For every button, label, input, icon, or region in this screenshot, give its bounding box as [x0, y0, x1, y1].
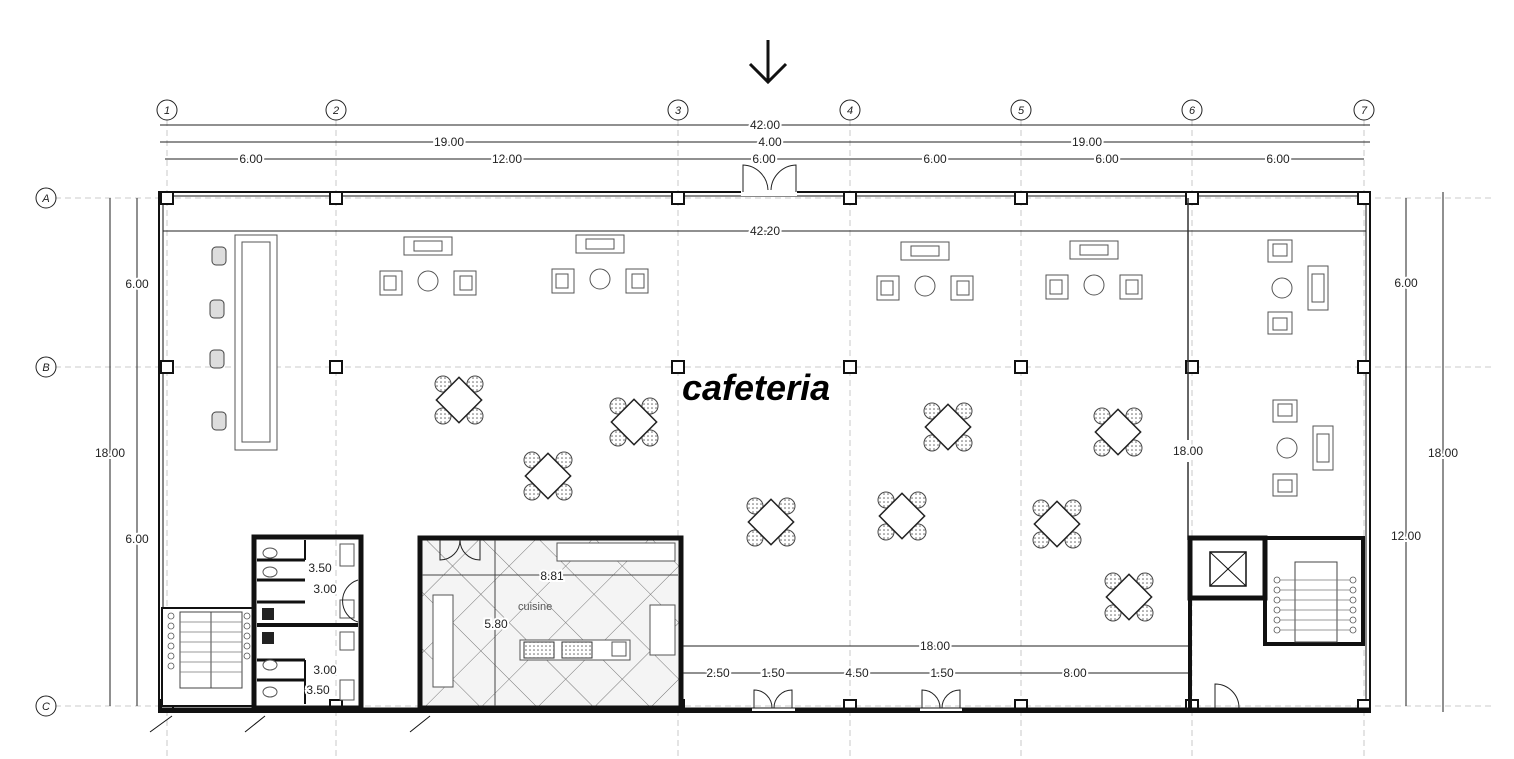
lounge-group-icon	[1045, 240, 1143, 300]
dining-table-icon	[434, 375, 484, 425]
front-segment-dim: 1.50	[761, 666, 785, 680]
grid-column-label: 2	[332, 105, 339, 117]
left-total-dim: 18.00	[95, 446, 125, 460]
dining-table-icon	[1032, 499, 1082, 549]
top-dimensions: 42.00 19.00 4.00 19.00 6.00 12.00 6.00 6…	[160, 116, 1370, 168]
left-staircase	[161, 607, 255, 707]
bay-dim: 6.00	[923, 152, 947, 166]
toilet-dim: 3.00	[313, 582, 337, 596]
kitchen-label: cuisine	[518, 601, 552, 613]
dining-table-icon	[523, 451, 573, 501]
dining-table-icon	[746, 497, 796, 547]
dining-table-icon	[923, 402, 973, 452]
bay-dim: 12.00	[492, 152, 522, 166]
dining-table-icon	[1093, 407, 1143, 457]
inner-width-dim: 42.20	[750, 224, 780, 238]
grid-row-label: B	[42, 362, 49, 374]
right-dimensions: 6.00 18.00 12.00 18.00	[1171, 192, 1460, 712]
right-upper-dim: 6.00	[1394, 276, 1418, 290]
dining-table-icon	[877, 491, 927, 541]
left-width-dim: 19.00	[434, 135, 464, 149]
lounge-group-icon	[551, 234, 649, 294]
elevator-shaft	[1187, 535, 1268, 601]
bay-dim: 6.00	[752, 152, 776, 166]
inner-overall-dim: 42.20	[163, 222, 1366, 240]
kitchen-room	[417, 535, 684, 711]
overall-width-dim: 42.00	[750, 118, 780, 132]
room-title: cafeteria	[682, 367, 830, 408]
toilet-dim: 3.00	[313, 663, 337, 677]
lounge-group-icon	[1267, 239, 1329, 335]
front-dimensions: 18.00 2.50 1.50 4.50 1.50 8.00	[683, 637, 1188, 682]
kitchen-depth-dim: 5.80	[484, 617, 508, 631]
bar-counter	[234, 234, 278, 451]
grid-column-label: 4	[847, 105, 853, 117]
front-span-dim: 18.00	[920, 639, 950, 653]
dining-table-icon	[609, 397, 659, 447]
grid-row-markers: A B C	[35, 187, 57, 717]
front-segment-dim: 8.00	[1063, 666, 1087, 680]
grid-column-label: 7	[1361, 105, 1368, 117]
bay-dim: 6.00	[239, 152, 263, 166]
left-lower-dim: 6.00	[125, 532, 149, 546]
grid-column-label: 5	[1018, 105, 1025, 117]
lounge-group-icon	[876, 241, 974, 301]
right-staircase	[1263, 536, 1365, 646]
lounge-group-icon	[379, 236, 477, 296]
bar-stool-icon	[209, 246, 227, 431]
grid-column-label: 1	[164, 105, 170, 117]
grid-column-label: 6	[1189, 105, 1196, 117]
north-arrow-icon	[748, 40, 788, 85]
entrance-door-icon	[741, 164, 797, 196]
kitchen-width-dim: 8.81	[540, 569, 564, 583]
double-door-icon	[753, 689, 793, 709]
right-lower-dim: 12.00	[1391, 529, 1421, 543]
left-dimensions: 6.00 18.00 6.00	[93, 198, 151, 706]
double-door-icon	[921, 689, 961, 709]
toilet-dim: 3.50	[306, 683, 330, 697]
dining-table-icon	[1104, 572, 1154, 622]
front-segment-dim: 1.50	[930, 666, 954, 680]
right-width-dim: 19.00	[1072, 135, 1102, 149]
toilet-block	[251, 534, 364, 711]
front-segment-dim: 4.50	[845, 666, 869, 680]
grid-column-label: 3	[675, 105, 682, 117]
toilet-dim: 3.50	[308, 561, 332, 575]
section-marks	[149, 715, 431, 733]
grid-row-label: C	[42, 701, 50, 713]
door-icon	[1214, 683, 1240, 709]
front-segment-dim: 2.50	[706, 666, 730, 680]
bay-dim: 6.00	[1266, 152, 1290, 166]
grid-row-label: A	[41, 193, 49, 205]
grid-column-markers: 1 2 3 4 5 6 7	[156, 99, 1375, 121]
lounge-group-icon	[1272, 399, 1334, 497]
bay-dim: 6.00	[1095, 152, 1119, 166]
right-total-dim: 18.00	[1428, 446, 1458, 460]
inner-height-dim: 18.00	[1173, 444, 1203, 458]
middle-width-dim: 4.00	[758, 135, 782, 149]
left-upper-dim: 6.00	[125, 277, 149, 291]
wc-icon	[262, 547, 278, 698]
